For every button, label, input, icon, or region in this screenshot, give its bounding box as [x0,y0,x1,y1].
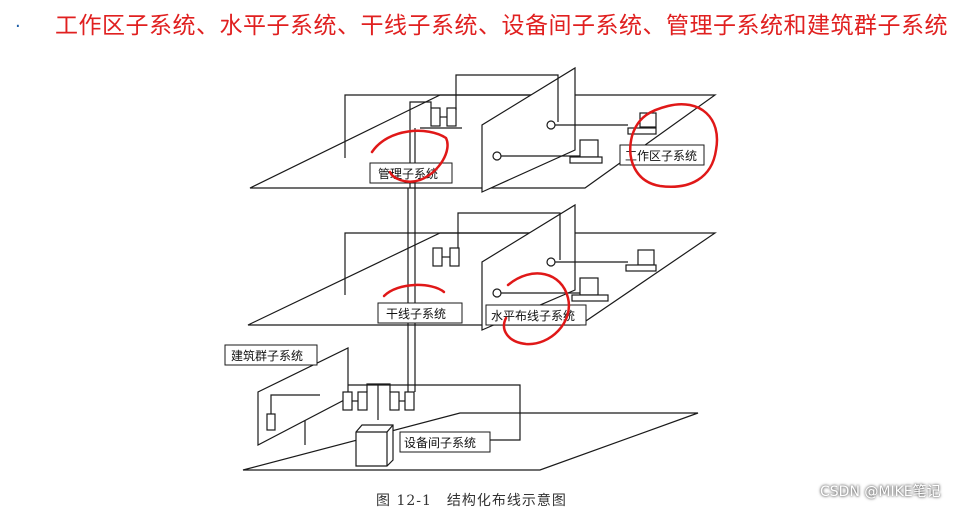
top-outlet-1 [546,120,556,130]
slide-title: 工作区子系统、水平子系统、干线子系统、设备间子系统、管理子系统和建筑群子系统 [55,13,948,39]
label-campus-text: 建筑群子系统 [231,348,303,363]
middle-patch-panel [432,247,443,267]
figure-caption: 图 12-1 结构化布线示意图 [376,493,567,509]
annotation-arc-management [370,129,449,183]
equipment-cabinet [355,424,394,467]
csdn-watermark: CSDN @MIKE笔记 [820,484,941,500]
label-horizontal-text: 水平布线子系统 [491,309,575,323]
label-work-area: 工作区子系统 [619,144,705,166]
label-campus: 建筑群子系统 [224,344,318,366]
middle-workstation-2 [579,277,599,296]
top-floor-partition-wall [481,66,576,193]
middle-floor-partition-wall [481,203,576,331]
label-horizontal: 水平布线子系统 [485,304,587,326]
campus-connector [266,413,276,431]
bullet-point: · [15,16,21,37]
annotation-circle-work-area [629,103,719,188]
top-workstation-2 [579,139,599,158]
annotation-arc-backbone [382,283,446,298]
label-equipment-room-text: 设备间子系统 [404,436,476,450]
label-backbone-text: 干线子系统 [386,307,446,321]
top-outlet-2 [492,151,502,161]
middle-outlet-2 [492,288,502,298]
annotation-circle-horizontal [502,272,571,346]
building-wall [257,347,349,446]
top-patch-panel [430,107,441,127]
label-work-area-text: 工作区子系统 [625,149,697,163]
equipment-patch-panel-2 [389,391,400,411]
label-management-text: 管理子系统 [378,166,438,181]
label-backbone: 干线子系统 [377,302,463,324]
equipment-patch-panel-1 [342,391,353,411]
middle-workstation-1 [637,249,655,266]
middle-outlet-1 [546,257,556,267]
label-equipment-room: 设备间子系统 [399,431,491,453]
